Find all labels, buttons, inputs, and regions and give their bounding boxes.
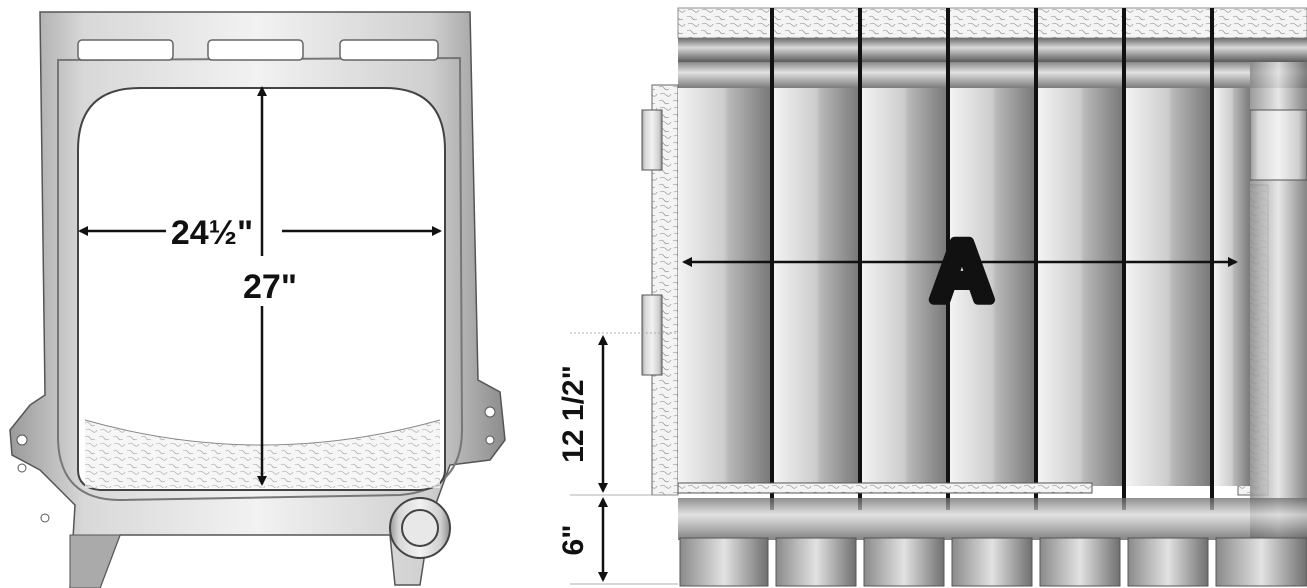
upper-band — [678, 62, 1307, 88]
width-dimension-label: 24½" — [171, 214, 253, 252]
left-pipe-lower — [641, 294, 663, 376]
top-header-band — [678, 38, 1307, 62]
right-pipe — [1249, 109, 1307, 181]
section-marker-label-outline: A — [932, 224, 993, 318]
height-dimension-label: 27" — [243, 268, 297, 306]
section-panel — [1214, 88, 1250, 486]
section-panel — [862, 88, 946, 486]
left-pipe-upper — [641, 109, 663, 171]
support-leg-left — [69, 534, 121, 588]
side-view: A A 12 1/2" 6" — [557, 7, 1307, 587]
base-block — [1127, 537, 1209, 587]
top-cap — [677, 7, 1307, 39]
base-block — [863, 537, 945, 587]
mount-hole-left-1 — [16, 434, 28, 446]
section-panel — [1126, 88, 1210, 486]
front-view: 24½" 27" — [9, 11, 506, 588]
top-slot-right — [339, 39, 439, 61]
base-height-dimension-label: 6" — [557, 525, 590, 556]
section-panel — [774, 88, 858, 486]
mount-hole-right-2 — [485, 435, 495, 445]
mount-hole-left-3 — [40, 513, 50, 523]
base-blocks — [679, 537, 1307, 587]
base-block — [1039, 537, 1121, 587]
opening-height-dimension-label: 12 1/2" — [557, 365, 590, 463]
base-block — [951, 537, 1033, 587]
mount-hole-right-1 — [484, 406, 496, 418]
base-block — [1215, 537, 1307, 587]
base-block — [775, 537, 857, 587]
section-panel — [678, 88, 770, 486]
section-panel — [950, 88, 1034, 486]
section-inner-rim — [57, 56, 464, 502]
base-block — [679, 537, 769, 587]
section-panel — [1038, 88, 1122, 486]
mount-hole-left-2 — [17, 463, 27, 473]
base-band — [678, 498, 1307, 540]
firebox-opening — [77, 87, 446, 491]
grate-ledge — [677, 482, 1093, 494]
section-panels — [678, 88, 1250, 486]
top-slot-center — [207, 39, 304, 61]
section-marker-label: A — [932, 224, 993, 318]
return-port-inner — [401, 509, 439, 547]
top-slot-left — [77, 39, 174, 61]
